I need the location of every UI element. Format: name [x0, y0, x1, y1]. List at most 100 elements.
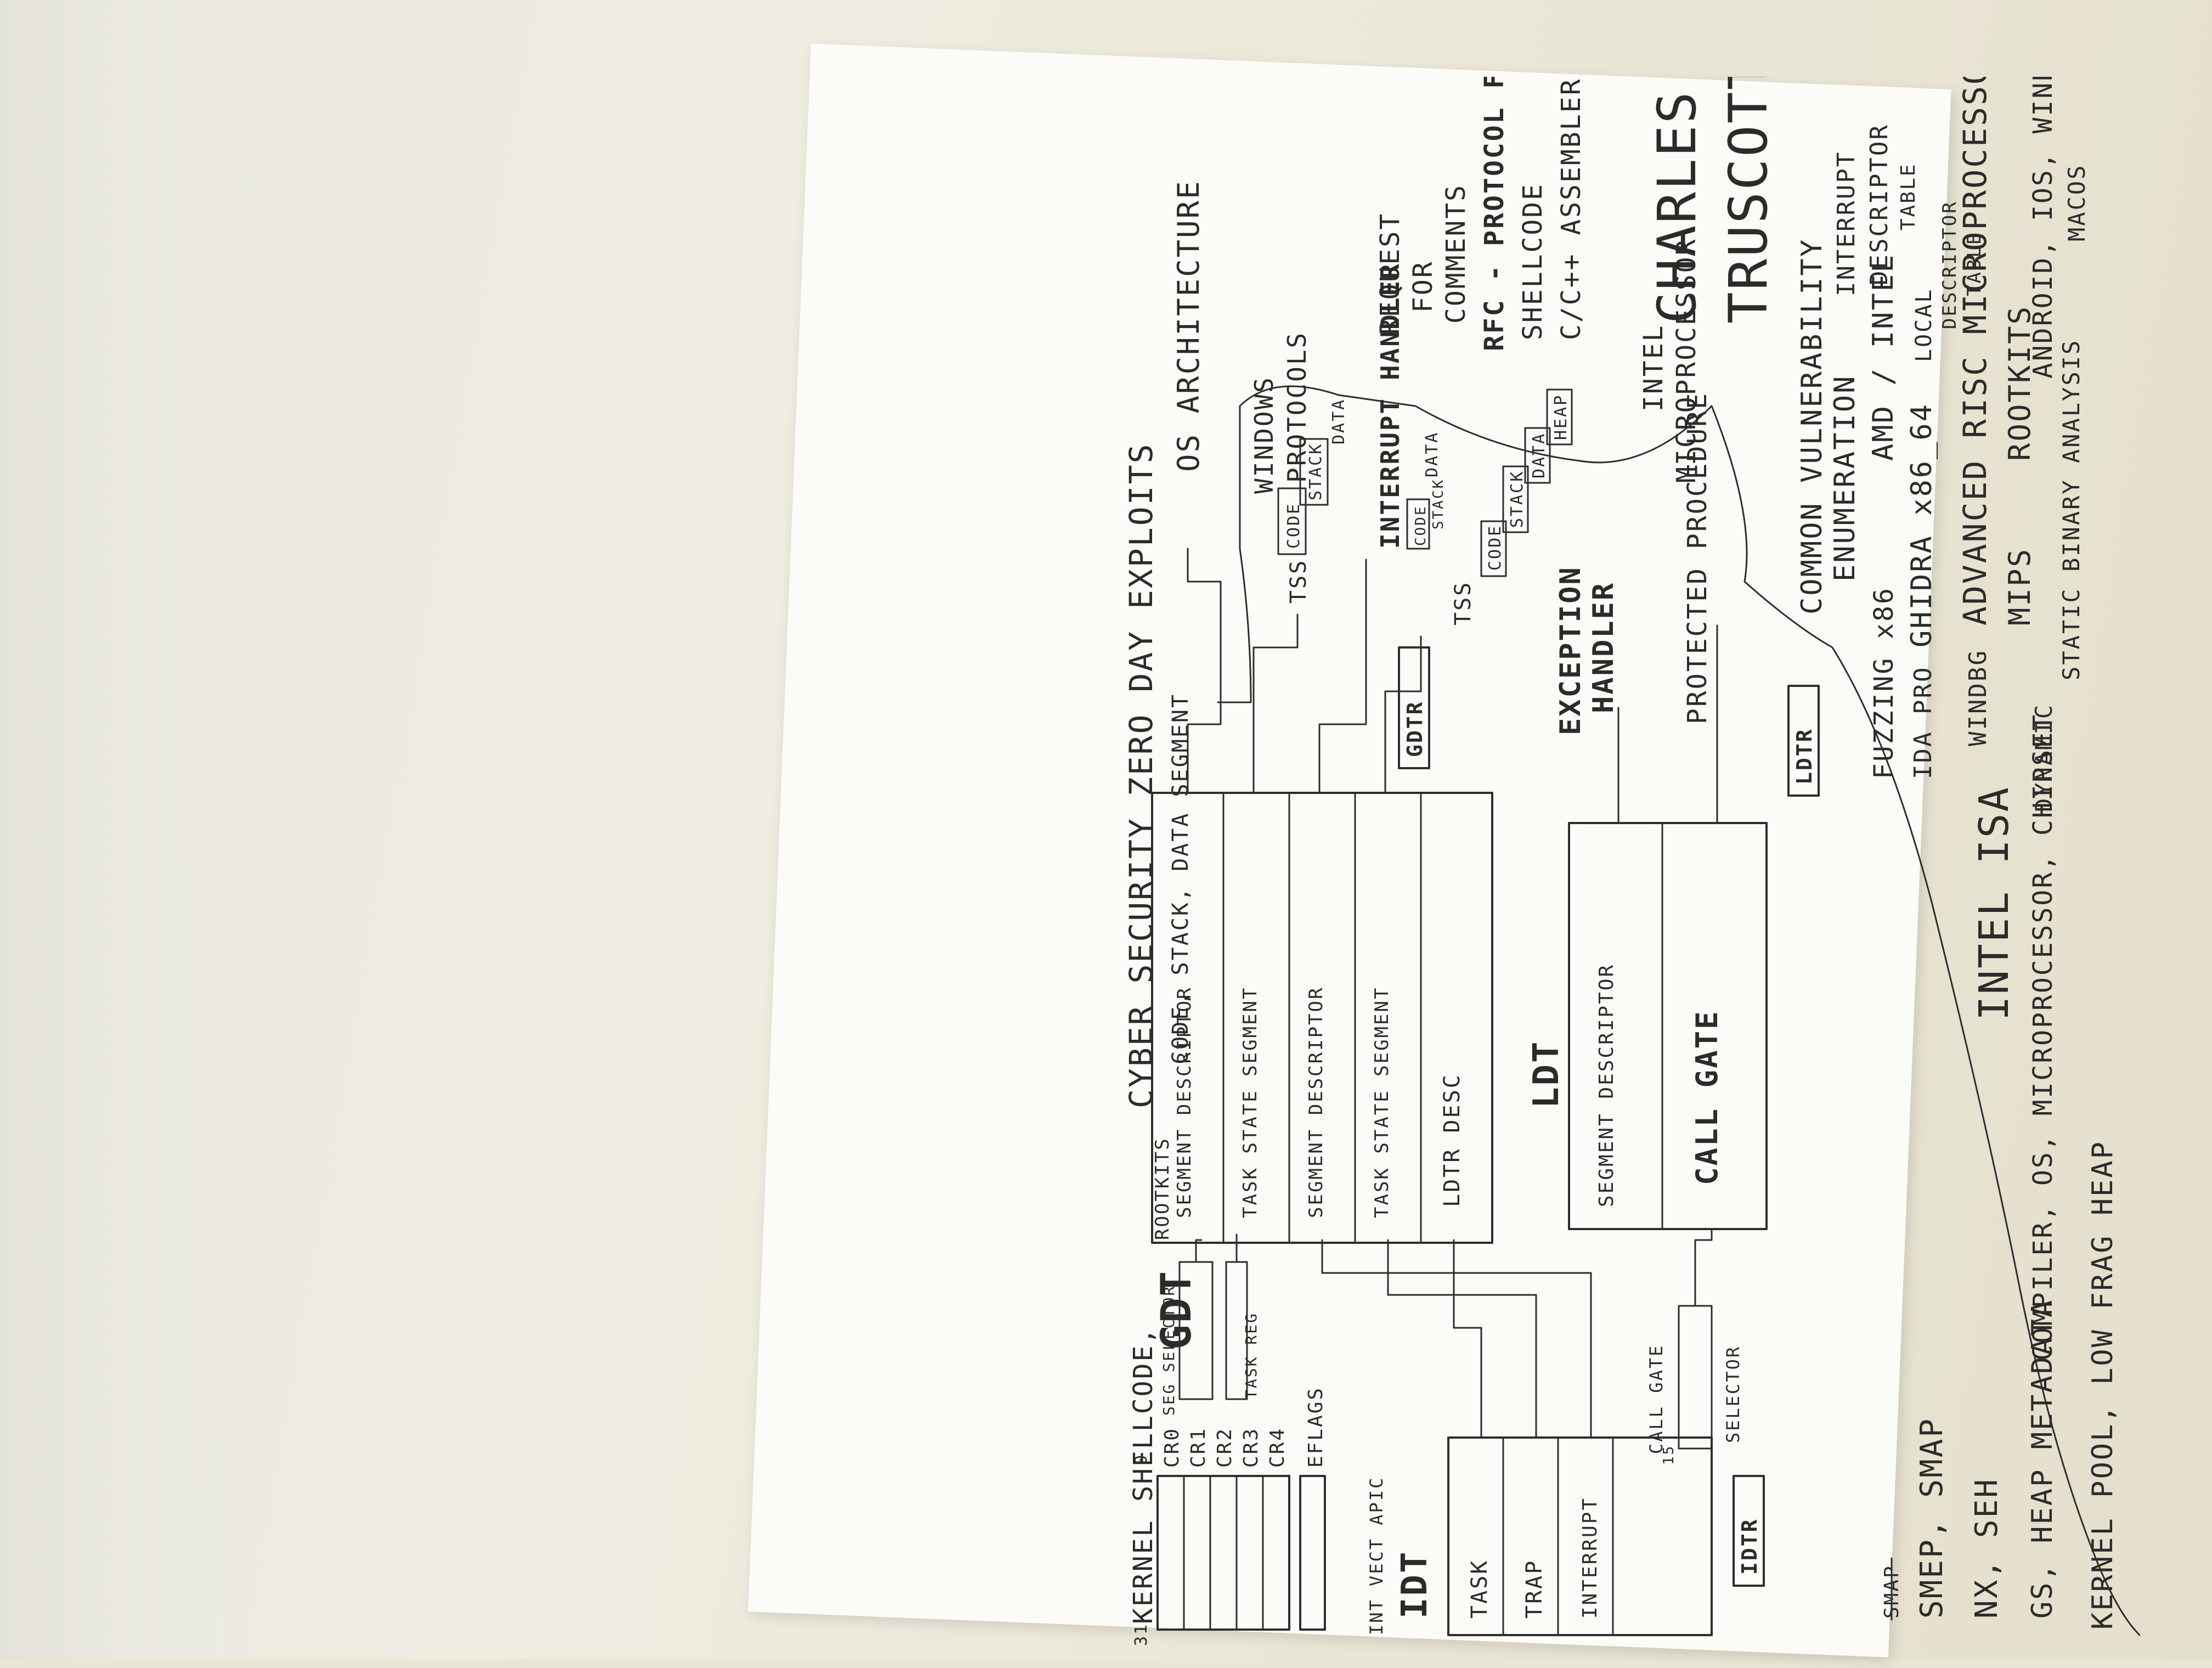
dynamic-text: DYNAMIC	[2030, 703, 2057, 812]
comments-text: COMMENTS	[1441, 184, 1471, 324]
kernel-pool-text: KERNEL POOL, LOW FRAG HEAP	[2086, 1140, 2119, 1630]
microprocessor-text: MICROPROCESSOR	[1671, 238, 1702, 483]
intel-isa-text: INTEL ISA	[1971, 786, 2018, 1021]
selector-to-ldt-arrow	[1694, 1228, 1713, 1307]
fuzzing-text: FUZZING x86	[1869, 587, 1899, 779]
ih-data-item: DATA	[1423, 431, 1442, 477]
idtr-box	[1733, 1475, 1765, 1587]
bit-0-label: 0	[1132, 1453, 1151, 1465]
idt-interrupt-arrow	[1321, 1239, 1592, 1439]
cve-line1: COMMON VULNERABILITY	[1796, 238, 1829, 615]
ldt-title: LDT	[1526, 1040, 1567, 1108]
ih-code-item: CODE	[1413, 505, 1429, 546]
ldt-full-line1: LOCAL	[1911, 288, 1937, 362]
tss-label: TSS	[1286, 559, 1311, 604]
idt-row-interrupt: INTERRUPT	[1579, 1497, 1601, 1619]
idt-trap-arrow	[1387, 1239, 1537, 1439]
cr1-label: CR1	[1187, 1427, 1210, 1468]
idt-full-line1: INTERRUPT	[1832, 151, 1860, 296]
protected-procedure-label: PROTECTED PROCEDURE	[1682, 392, 1713, 724]
request-text: REQUEST	[1375, 212, 1406, 335]
amd-intel-text: AMD / INTEL	[1867, 254, 1900, 461]
gdtr-label: GDTR	[1403, 700, 1427, 757]
gdt-to-tss2-arrow	[1384, 635, 1422, 794]
ldt-table	[1568, 822, 1768, 1230]
macos-text: MACOS	[2063, 164, 2090, 241]
ida-pro-text: IDA PRO	[1909, 666, 1937, 779]
compiler-text: COMPILER, OS, MICROPROCESSOR, CHIPSET	[2028, 713, 2058, 1361]
idt-title: IDT	[1395, 1550, 1435, 1619]
desk-edge	[0, 0, 274, 1659]
eflags-label: EFLAGS	[1305, 1387, 1327, 1468]
tss-data-item: DATA	[1329, 398, 1348, 444]
tss2-label: TSS	[1451, 581, 1476, 626]
for-text: FOR	[1408, 260, 1438, 313]
ldt-row-call-gate: CALL GATE	[1690, 1010, 1724, 1185]
mips-text: MIPS	[2002, 548, 2037, 626]
exception-handler-line2: HANDLER	[1587, 582, 1620, 713]
kernel-shellcode-text: KERNEL SHELLCODE,	[1128, 1327, 1159, 1624]
c-asm-text: C/C++ ASSEMBLER	[1556, 78, 1587, 340]
windbg-text: WINDBG	[1964, 649, 1992, 746]
selector-label: SELECTOR	[1723, 1345, 1743, 1443]
gdt-row-segment-descriptor-2: SEGMENT DESCRIPTOR	[1305, 987, 1327, 1218]
truscott-name: TRUSCOTT	[1718, 77, 1779, 324]
bit-15-label: 15	[1661, 1445, 1677, 1465]
gdt-rootkits-text: ROOTKITS	[1152, 1137, 1173, 1240]
idt-full-line3: TABLE	[1897, 163, 1920, 230]
tss2-code-item: CODE	[1486, 525, 1505, 571]
cr2-label: CR2	[1214, 1427, 1236, 1468]
gdt-row-ldtr-desc: LDTR DESC	[1440, 1073, 1465, 1207]
tss-stack-box	[1277, 438, 1329, 555]
control-registers-block	[1156, 1475, 1290, 1631]
int-vect-apic-label: INT VECT APIC	[1366, 1477, 1387, 1635]
gs-heap-text: GS, HEAP METADATA	[2026, 1299, 2059, 1619]
tss2-boxes	[1480, 388, 1573, 577]
charles-name: CHARLES	[1646, 90, 1708, 324]
ldtr-box	[1787, 685, 1820, 797]
ih-stack-item: STACK	[1430, 478, 1447, 529]
cyber-security-subtitle: CODE, STACK, DATA SEGMENT	[1168, 693, 1193, 1064]
ldtr-label: LDTR	[1792, 728, 1816, 785]
tss2-stack-item: STACK	[1508, 470, 1527, 528]
task-reg-label: TASK REG	[1242, 1312, 1260, 1399]
idt-row-task: TASK	[1467, 1559, 1492, 1619]
ih-code-box	[1406, 498, 1430, 550]
bit-31-label: 31	[1132, 1623, 1151, 1646]
notes-drawing: KERNEL SHELLCODE, GDT ROOTKITS CYBER SEC…	[1122, 77, 2141, 1646]
exception-handler-line1: EXCEPTION	[1554, 566, 1587, 735]
cr3-label: CR3	[1240, 1427, 1262, 1468]
idt-full-line2: DESCRIPTOR	[1865, 123, 1893, 285]
rootkits-text: ROOTKITS	[2002, 305, 2037, 461]
gdt-row-task-state-segment-1: TASK STATE SEGMENT	[1239, 987, 1261, 1218]
cve-line2: ENUMERATION	[1829, 375, 1861, 582]
tss-stack-item: STACK	[1306, 443, 1325, 500]
cr4-label: CR4	[1266, 1427, 1289, 1468]
smep-smap-text: SMEP, SMAP	[1914, 1417, 1950, 1619]
ldt-full-line3: TABLE	[1963, 232, 1985, 296]
static-analysis-text: STATIC BINARY ANALYSIS	[2058, 339, 2085, 680]
protocols-text: PROTOCOLS	[1282, 331, 1312, 483]
shellcode-text: SHELLCODE	[1517, 183, 1548, 340]
gdtr-box	[1398, 646, 1430, 769]
gdt-title: GDT	[1152, 1270, 1200, 1350]
ldt-row-segment-descriptor: SEGMENT DESCRIPTOR	[1595, 963, 1618, 1207]
ghidra-text: GHIDRA x86_64	[1905, 403, 1938, 647]
gdt-row-segment-descriptor-1: SEGMENT DESCRIPTOR	[1173, 987, 1195, 1218]
call-gate-selector-box	[1678, 1305, 1713, 1450]
call-gate-label: CALL GATE	[1646, 1344, 1667, 1454]
platforms-text: ANDROID, IOS, WINDOWS	[2028, 77, 2058, 379]
gdt-to-cyber-arrow	[1187, 548, 1222, 794]
tss-code-item: CODE	[1284, 503, 1304, 549]
eflags-register	[1299, 1475, 1326, 1631]
interrupt-handler-label: INTERRUPT HANDLER	[1375, 262, 1405, 549]
intel-text: INTEL	[1638, 324, 1669, 412]
seg-selector-label: SEG SELECTOR	[1160, 1285, 1178, 1416]
tss2-heap-item: HEAP	[1551, 394, 1571, 440]
os-architecture-text: OS ARCHITECTURE	[1171, 179, 1206, 472]
risc-text: ADVANCED RISC MICROPROCESSOR	[1956, 77, 1994, 626]
idt-row-trap: TRAP	[1522, 1559, 1547, 1619]
gdt-to-tss-arrow	[1252, 613, 1299, 794]
windows-text: WINDOWS	[1249, 376, 1279, 494]
